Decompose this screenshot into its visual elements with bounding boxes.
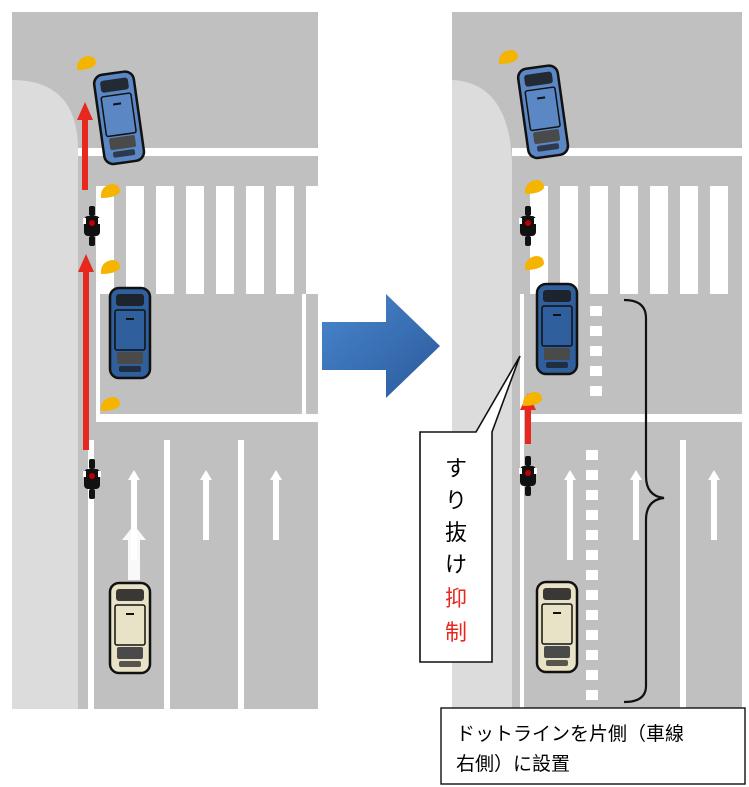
left-panel-before [12, 12, 318, 709]
car-icon [108, 286, 152, 380]
callout-char-3: 抜 [445, 521, 467, 546]
callout-char-5: 抑 [445, 587, 467, 612]
car-icon [535, 580, 579, 674]
note-line-2: 右側）に設置 [456, 753, 570, 775]
car-icon [108, 581, 152, 675]
right-arrow-icon [322, 294, 440, 398]
callout-char-1: す [445, 457, 467, 482]
car-icon [535, 282, 579, 376]
callout-bubble: す り 抜 け 抑 制 [419, 355, 521, 663]
callout-char-4: け [445, 553, 467, 578]
note-line-1: ドットラインを片側（車線 [456, 723, 684, 745]
callout-char-2: り [445, 489, 467, 514]
dot-line [586, 306, 602, 700]
note-box: ドットラインを片側（車線 右側）に設置 [440, 707, 746, 785]
callout-char-6: 制 [445, 621, 467, 646]
right-panel-after [452, 12, 742, 709]
brace-icon [623, 298, 665, 704]
